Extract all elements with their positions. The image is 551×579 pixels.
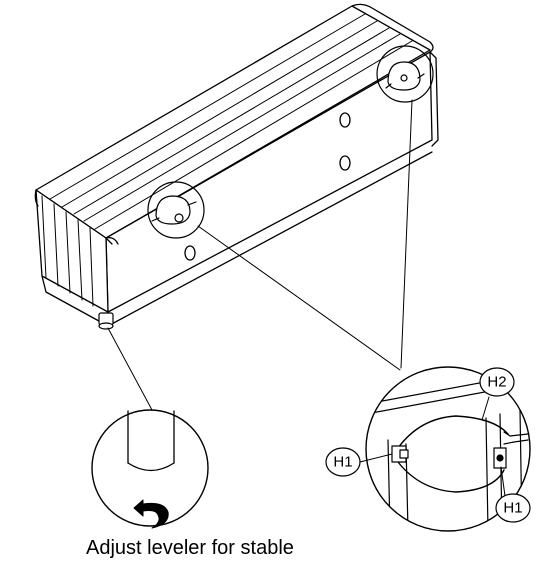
clamp-detail: H1 H2 H1 <box>325 366 531 532</box>
cabinet-slats <box>49 13 413 230</box>
mount-hole <box>339 155 351 171</box>
leveler-foot <box>98 312 114 330</box>
clamp-screw <box>496 454 504 462</box>
mount-hole <box>339 112 351 128</box>
curved-arrow-icon <box>133 499 169 529</box>
cabinet-left-slats <box>41 195 94 307</box>
callout-h2: H2 <box>479 367 515 397</box>
mount-hole <box>184 245 196 261</box>
leader-lines <box>107 99 413 411</box>
clamp-location-upper <box>376 45 434 103</box>
leveler-detail <box>91 409 209 529</box>
callout-h1-left: H1 <box>325 447 361 477</box>
cabinet-top-cap <box>351 3 434 53</box>
callout-h1-right: H1 <box>495 493 531 523</box>
clamp-strap <box>397 415 509 449</box>
svg-text:H1: H1 <box>333 454 352 471</box>
svg-text:H2: H2 <box>487 374 506 391</box>
clamp-location-lower <box>147 181 205 239</box>
cabinet-base <box>41 151 433 327</box>
cabinet-back-edge <box>429 51 439 147</box>
svg-text:H1: H1 <box>503 500 522 517</box>
instruction-caption: Adjust leveler for stable <box>86 537 294 559</box>
cabinet <box>34 3 439 330</box>
